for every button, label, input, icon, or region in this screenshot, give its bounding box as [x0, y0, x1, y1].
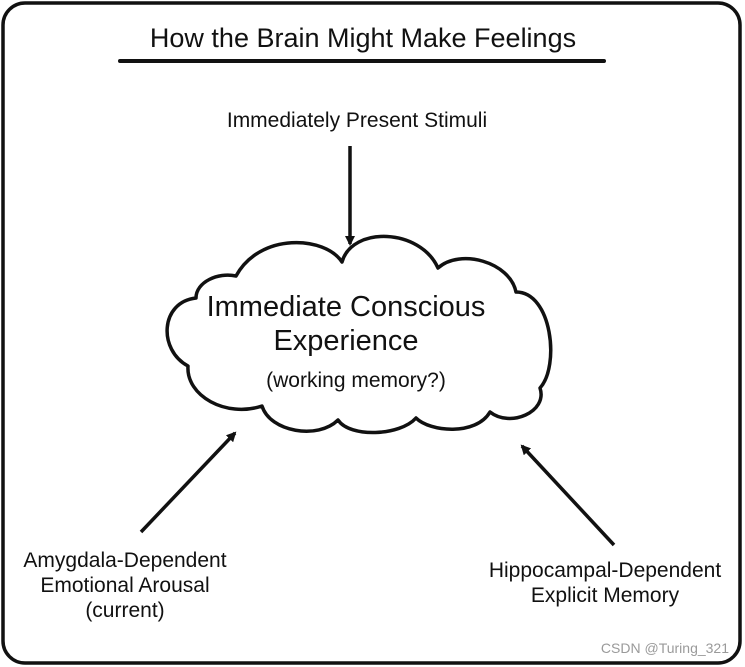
watermark: CSDN @Turing_321 [600, 640, 729, 656]
cloud-shape [165, 234, 553, 435]
amygdala-line-3: (current) [85, 599, 165, 622]
hippocampal-line-2: Explicit Memory [530, 584, 680, 607]
experience-line-1: Immediate Conscious [206, 291, 486, 323]
diagram-title: How the Brain Might Make Feelings [149, 23, 577, 53]
hippocampal-line-1: Hippocampal-Dependent [488, 559, 722, 582]
amygdala-line-1: Amygdala-Dependent [23, 549, 227, 572]
experience-line-2: Experience [273, 325, 419, 357]
experience-subtitle: (working memory?) [266, 369, 446, 392]
amygdala-node: Amygdala-Dependent Emotional Arousal (cu… [0, 548, 250, 623]
amygdala-line-2: Emotional Arousal [40, 574, 210, 597]
arrow-amygdala-to-experience [139, 431, 237, 534]
hippocampal-node: Hippocampal-Dependent Explicit Memory [470, 558, 740, 608]
stimuli-node: Immediately Present Stimuli [226, 109, 488, 132]
experience-node: Immediate Conscious Experience [170, 290, 522, 358]
arrow-hippocampal-to-experience [520, 444, 616, 547]
